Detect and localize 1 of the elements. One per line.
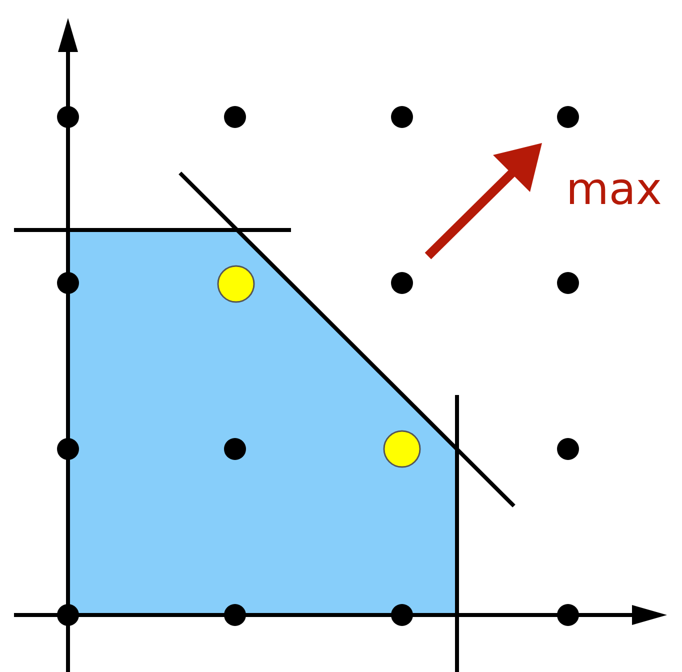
objective-label: max [566,168,662,212]
